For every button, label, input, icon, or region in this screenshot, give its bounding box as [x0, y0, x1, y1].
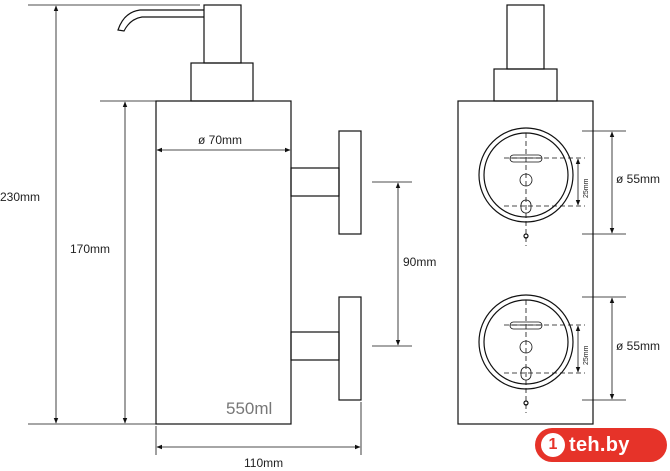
watermark-badge: 1 — [541, 433, 565, 457]
dim-label-230: 230mm — [0, 190, 40, 204]
mount-plate-lower — [338, 296, 362, 401]
front-pump-collar — [493, 68, 558, 102]
front-pump-head — [506, 4, 545, 70]
pump-collar — [190, 62, 254, 102]
volume-label: 550ml — [226, 399, 272, 418]
pump-spout — [117, 9, 204, 32]
watermark-text: teh.by — [569, 433, 630, 456]
dim-label-170: 170mm — [70, 242, 110, 256]
screw-spacing-label-upper: 25mm — [583, 178, 590, 198]
front-mount-upper: 25mm — [478, 127, 590, 246]
dim-label-110: 110mm — [244, 456, 283, 470]
pump-head — [203, 4, 242, 64]
front-view: 25mm 25mm ø 55mm ø 55mm — [457, 4, 660, 425]
dim-label-70: ø 70mm — [198, 133, 242, 147]
mount-arm-lower — [290, 331, 340, 361]
mount-arm-upper — [290, 167, 340, 197]
front-mount-lower: 25mm — [478, 294, 590, 413]
dispenser-body — [155, 100, 292, 425]
screw-spacing-label-lower: 25mm — [583, 345, 590, 365]
mount-plate-upper — [338, 130, 362, 235]
dim-label-55-lower: ø 55mm — [616, 339, 660, 353]
dim-label-55-upper: ø 55mm — [616, 172, 660, 186]
teh-by-watermark: 1 teh.by — [535, 428, 667, 462]
front-body — [457, 100, 594, 425]
side-view: 550ml 230mm 170mm ø 70mm 90mm 110mm — [0, 4, 436, 470]
dim-label-90: 90mm — [403, 255, 436, 269]
